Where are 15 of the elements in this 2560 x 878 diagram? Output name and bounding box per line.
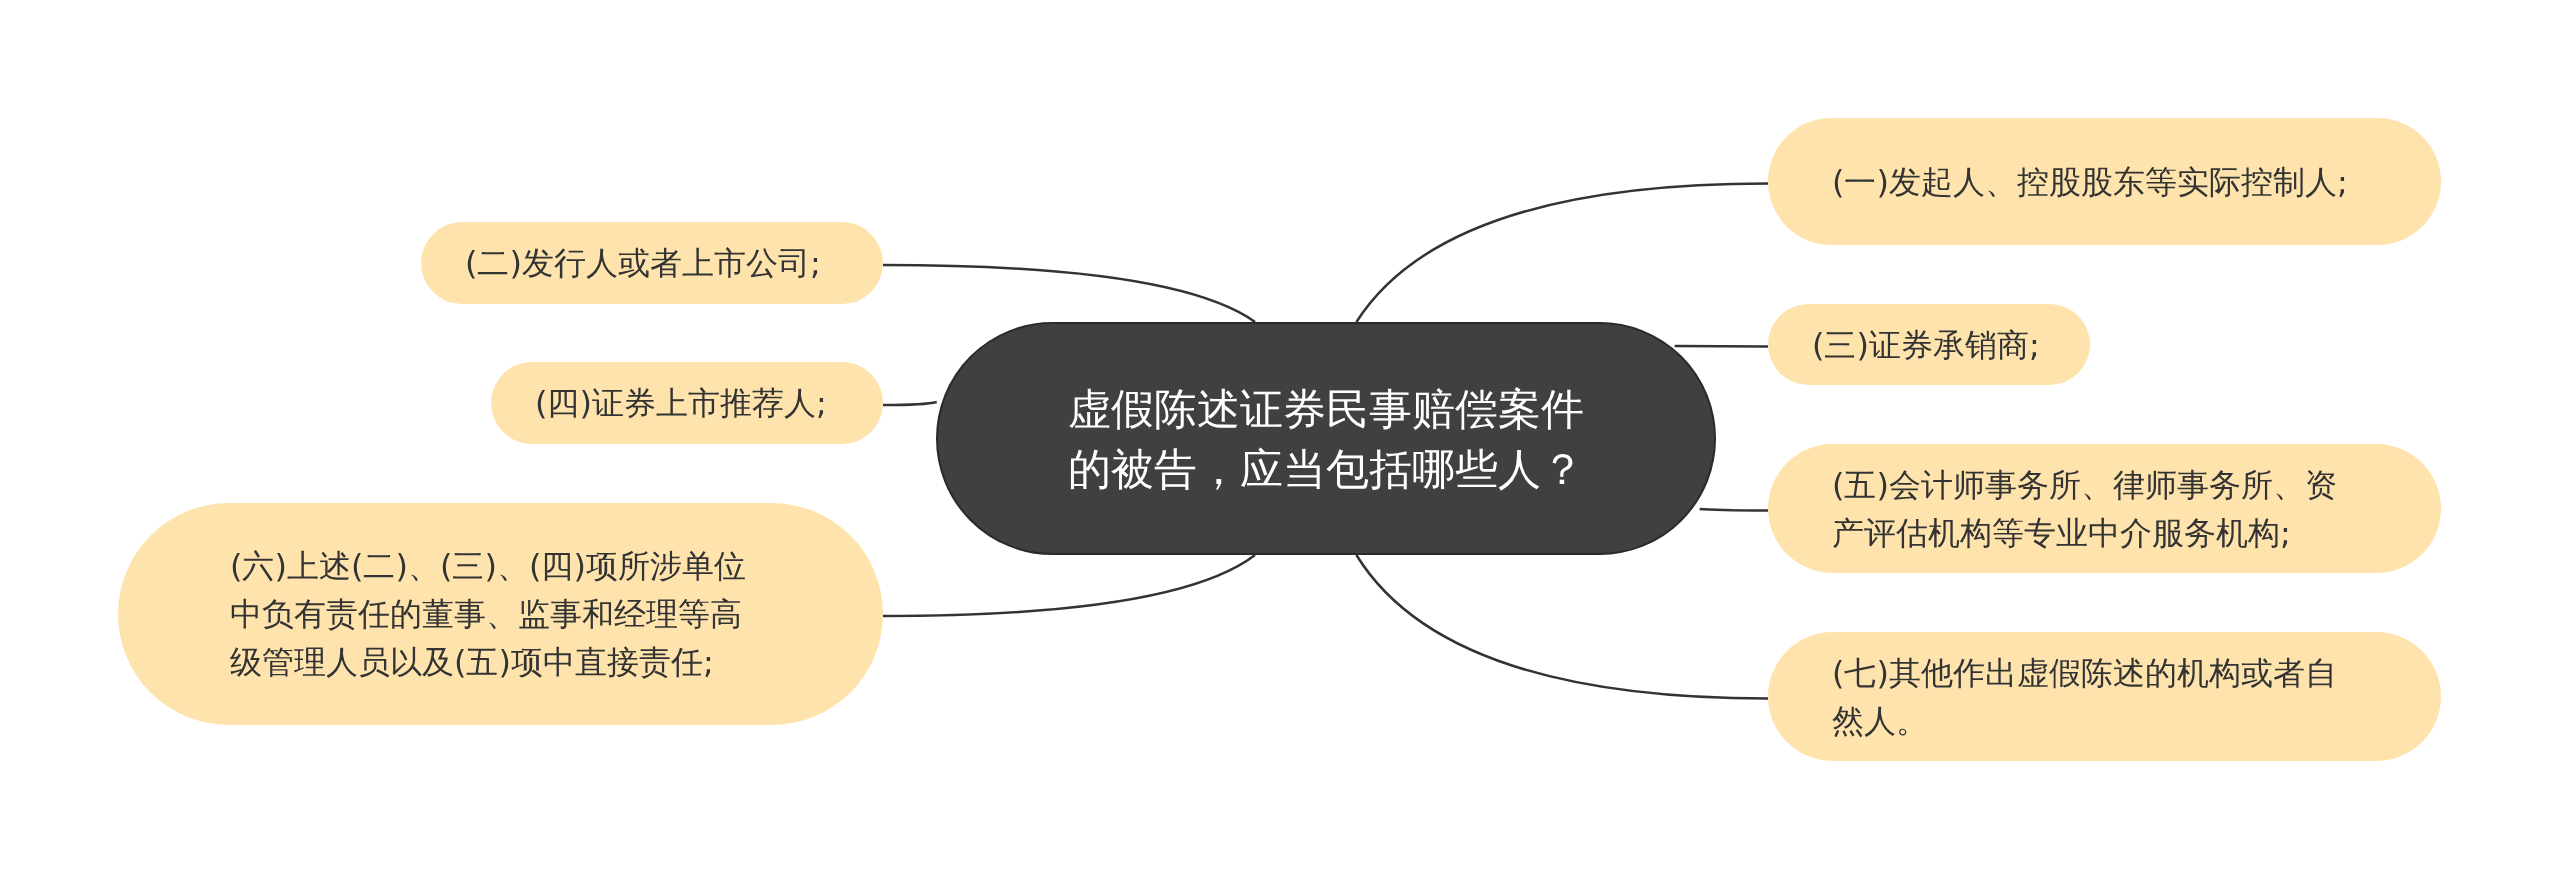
branch-text: (一)发起人、控股股东等实际控制人; [1832, 161, 2348, 203]
branch-text: (四)证券上市推荐人; [535, 383, 827, 424]
branch-text: (五)会计师事务所、律师事务所、资产评估机构等专业中介服务机构; [1832, 464, 2338, 554]
branch-text: (三)证券承销商; [1812, 324, 2040, 366]
topic-text: 虚假陈述证券民事赔偿案件的被告，应当包括哪些人？ [1067, 382, 1585, 496]
connector-line [883, 400, 938, 407]
branch-text: (七)其他作出虚假陈述的机构或者自然人。 [1832, 652, 2338, 742]
connector-line [1699, 507, 1768, 512]
connector-line [883, 553, 1256, 618]
connector-line [1355, 554, 1769, 700]
connector-line [1674, 344, 1768, 348]
branch-text: (六)上述(二)、(三)、(四)项所涉单位中负有责任的董事、监事和经理等高级管理人员以及(五)项中直接责任; [230, 546, 747, 683]
branch-text: (二)发行人或者上市公司; [465, 243, 821, 284]
connector-line [883, 263, 1256, 324]
connector-line [1355, 182, 1769, 323]
